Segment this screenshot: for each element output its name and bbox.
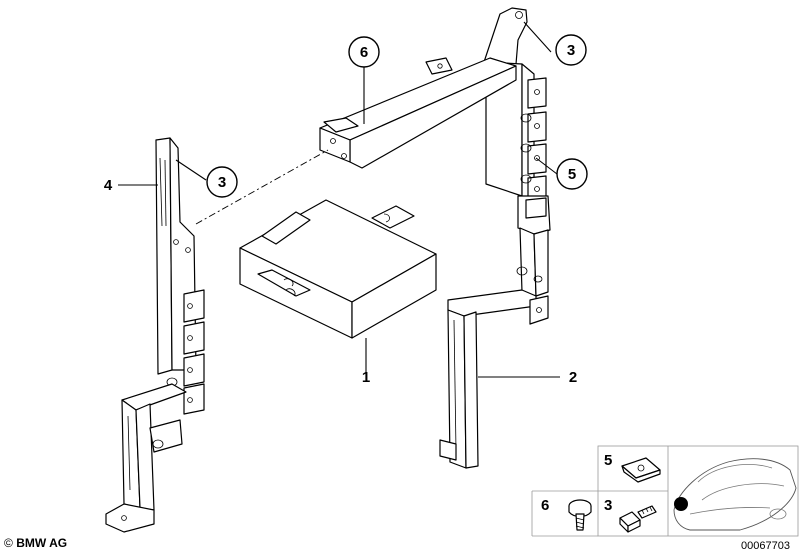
top-cross-bracket bbox=[319, 57, 517, 169]
callout-label: 6 bbox=[360, 44, 368, 61]
leader-lines bbox=[118, 21, 560, 378]
callout-3-top-right: 3 bbox=[555, 34, 587, 66]
screw-part-6-icon bbox=[568, 499, 592, 531]
bolt-part-3-icon bbox=[619, 505, 657, 533]
small-parts-inset: 5 6 3 bbox=[531, 445, 799, 537]
right-bracket-part-2 bbox=[439, 7, 551, 469]
copyright-notice: © BMW AG bbox=[4, 536, 67, 550]
label-part-1: 1 bbox=[362, 369, 370, 386]
callout-5-right: 5 bbox=[556, 158, 588, 190]
callout-3-left: 3 bbox=[206, 166, 238, 198]
label-part-2: 2 bbox=[569, 369, 577, 386]
callout-6-top: 6 bbox=[348, 36, 380, 68]
callout-label: 3 bbox=[567, 42, 575, 59]
copyright-text: BMW AG bbox=[16, 536, 68, 550]
label-part-4: 4 bbox=[104, 177, 113, 194]
alignment-line bbox=[195, 149, 329, 225]
clip-nut-icon bbox=[621, 457, 661, 483]
copyright-symbol: © bbox=[4, 536, 13, 550]
inset-label-5: 5 bbox=[604, 452, 612, 469]
control-unit-part-1 bbox=[239, 199, 437, 339]
left-bracket-part-4 bbox=[105, 137, 205, 533]
inset-label-3: 3 bbox=[604, 497, 612, 514]
callout-label: 5 bbox=[568, 166, 576, 183]
callout-label: 3 bbox=[218, 174, 226, 191]
inset-label-6: 6 bbox=[541, 497, 549, 514]
car-location-icon bbox=[673, 458, 797, 531]
document-number: 00067703 bbox=[741, 540, 790, 552]
